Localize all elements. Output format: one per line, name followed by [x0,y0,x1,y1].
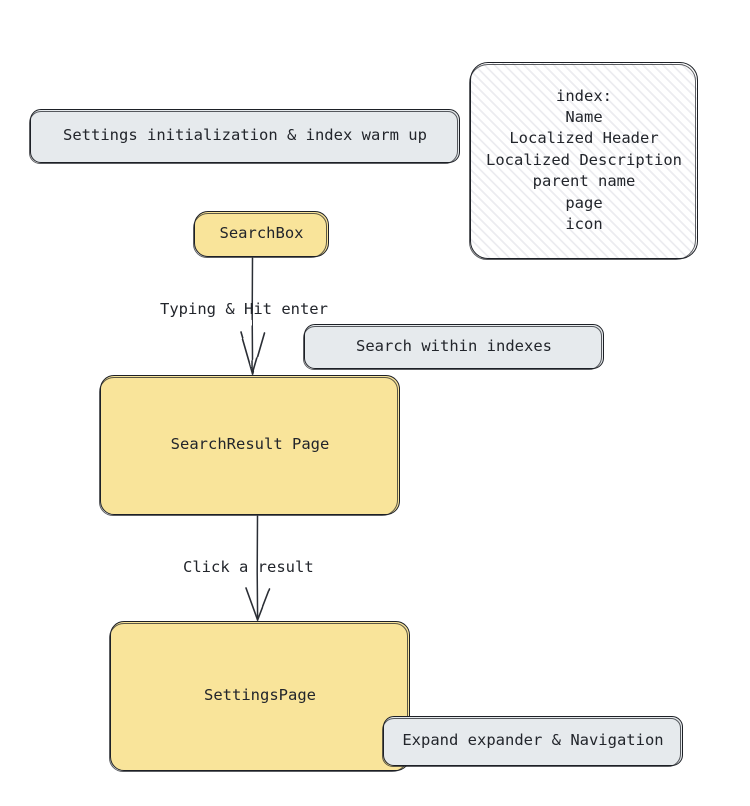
note-shell [303,324,604,370]
note-label: Search within indexes [356,336,552,355]
edge-label-click-a-result: Click a result [183,558,314,576]
index-fields-label: index: Name Localized Header Localized D… [486,86,682,233]
node-shell [193,211,329,258]
note-expand-expander-navigation[interactable]: Expand expander & Navigation [382,716,683,767]
edge-label-typing-hit-enter: Typing & Hit enter [160,300,328,318]
hatched-shell [469,62,698,260]
node-settingspage[interactable]: SettingsPage [109,621,410,772]
note-label: Expand expander & Navigation [402,731,664,750]
note-search-within-indexes[interactable]: Search within indexes [303,324,604,370]
node-shell [99,375,400,516]
edge-typing-connector [239,257,266,375]
node-shell [109,621,410,772]
node-label: SettingsPage [204,686,316,705]
node-label: SearchBox [219,224,304,243]
node-searchbox[interactable]: SearchBox [193,211,329,258]
node-searchresult-page[interactable]: SearchResult Page [99,375,400,516]
edge-click-connector [245,515,271,621]
note-index-fields[interactable]: index: Name Localized Header Localized D… [469,62,698,260]
note-label: Settings initialization & index warm up [63,126,427,145]
note-settings-initialization[interactable]: Settings initialization & index warm up [29,109,460,164]
node-label: SearchResult Page [170,435,330,454]
